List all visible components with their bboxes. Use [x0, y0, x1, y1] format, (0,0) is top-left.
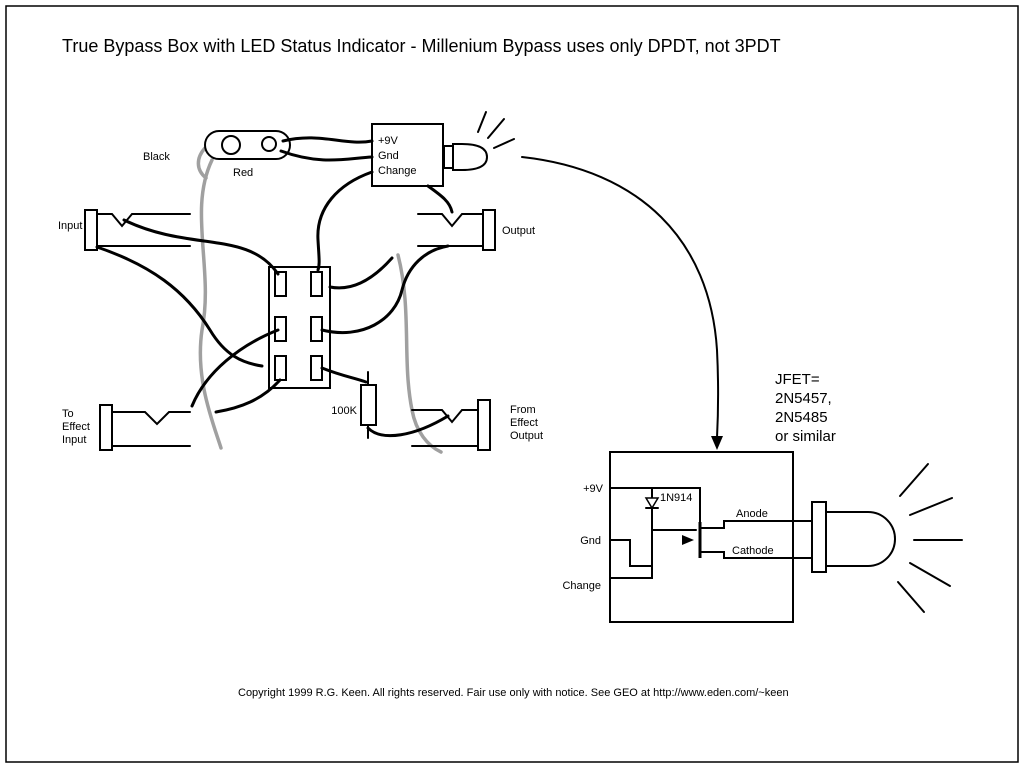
detail-change-label: Change: [562, 580, 601, 592]
to-effect-label-2: Effect: [62, 421, 90, 433]
control-box-gnd: Gnd: [378, 150, 399, 162]
status-led: [443, 111, 515, 171]
jfet-note-4: or similar: [775, 428, 836, 445]
output-jack: [417, 209, 496, 251]
detail-pointer-arrow: [521, 156, 723, 450]
detail-led: [811, 463, 963, 613]
control-box: [371, 123, 444, 187]
battery-red-label: Red: [233, 167, 253, 179]
input-jack-label: Input: [58, 220, 82, 232]
jfet-note-1: JFET=: [775, 371, 820, 388]
detail-gnd-label: Gnd: [580, 535, 601, 547]
jfet-note-2: 2N5457,: [775, 390, 832, 407]
to-effect-label-1: To: [62, 408, 74, 420]
copyright-text: Copyright 1999 R.G. Keen. All rights res…: [238, 687, 789, 699]
to-effect-label-3: Input: [62, 434, 86, 446]
from-effect-label-3: Output: [510, 430, 543, 442]
output-jack-label: Output: [502, 225, 535, 237]
anode-label: Anode: [736, 508, 768, 520]
battery-black-label: Black: [143, 151, 170, 163]
diode-label: 1N914: [660, 492, 692, 504]
gray-wires: [196, 146, 443, 454]
battery-clip: [204, 130, 291, 160]
control-box-9v: +9V: [378, 135, 399, 147]
from-effect-label-2: Effect: [510, 417, 538, 429]
cathode-label: Cathode: [732, 545, 774, 557]
to-effect-jack: [99, 404, 191, 451]
resistor-100k: [360, 371, 377, 439]
page-title: True Bypass Box with LED Status Indicato…: [62, 36, 781, 56]
control-box-change: Change: [378, 165, 417, 177]
page-border: [5, 5, 1019, 763]
from-effect-jack: [411, 399, 491, 451]
hookup-wires: [95, 136, 454, 438]
detail-circuit-box: [609, 451, 813, 623]
input-jack: [84, 209, 191, 251]
jfet-note-3: 2N5485: [775, 409, 828, 426]
detail-9v-label: +9V: [583, 483, 604, 495]
from-effect-label-1: From: [510, 404, 536, 416]
resistor-label: 100K: [331, 405, 357, 417]
